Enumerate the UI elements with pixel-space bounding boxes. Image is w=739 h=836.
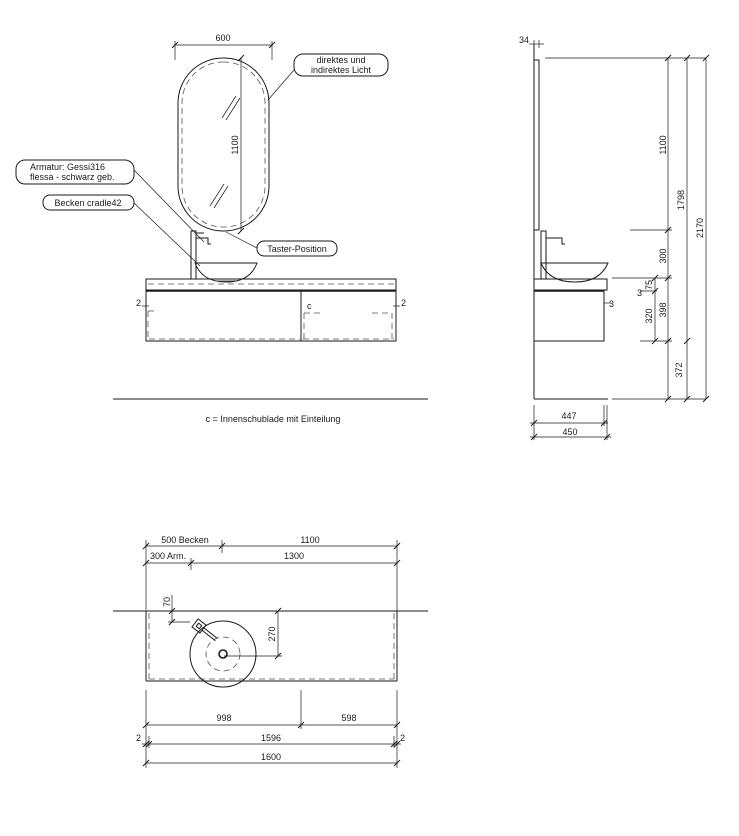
faucet-position-label: 300 Arm. xyxy=(150,551,186,561)
gap-left-plan: 2 xyxy=(136,733,141,743)
callout-faucet xyxy=(15,159,135,185)
callout-faucet-line2: flessa - schwarz geb. xyxy=(30,172,115,182)
dim-398: 398 xyxy=(658,302,668,317)
faucet-body xyxy=(190,230,197,280)
dim-1300: 1300 xyxy=(284,551,304,561)
mirror-depth-label: 34 xyxy=(519,35,529,45)
vanity-cabinet xyxy=(145,289,397,342)
mirror-side xyxy=(533,59,540,231)
gap-right-plan: 2 xyxy=(400,733,405,743)
callout-light-line2: indirektes Licht xyxy=(311,65,372,75)
dim-3-side: 3 xyxy=(637,288,642,298)
callout-button-label: Taster-Position xyxy=(267,244,327,254)
mirror-height-label: 1100 xyxy=(230,135,240,154)
legend-note: c = Innenschublade mit Einteilung xyxy=(206,414,341,424)
dim-300: 300 xyxy=(658,248,668,263)
dim-1100-side: 1100 xyxy=(658,135,668,154)
dim-450: 450 xyxy=(562,427,577,437)
callout-basin xyxy=(42,194,135,211)
dim-1596: 1596 xyxy=(261,733,281,743)
countertop xyxy=(145,278,397,291)
mirror xyxy=(177,57,270,232)
countertop-side xyxy=(533,278,608,291)
dim-1100-plan: 1100 xyxy=(300,535,319,545)
callout-light-line1: direktes und xyxy=(316,55,365,65)
cabinet-side xyxy=(533,290,605,342)
callout-basin-label: Becken cradle42 xyxy=(54,198,121,208)
dim-998: 998 xyxy=(216,713,231,723)
front-gap-label: 3 xyxy=(609,299,614,309)
dim-1798: 1798 xyxy=(676,190,686,210)
side-view: 34 3 1100 300 398 372 1798 xyxy=(519,35,710,441)
dim-70: 70 xyxy=(162,597,172,607)
basin xyxy=(194,262,258,283)
mirror-led-outline xyxy=(181,61,266,228)
callout-faucet-line1: Armatur: Gessi316 xyxy=(30,162,105,172)
front-view: 600 1100 c xyxy=(15,33,428,424)
dim-598: 598 xyxy=(341,713,356,723)
dim-447: 447 xyxy=(561,411,576,421)
drawer-mark: c xyxy=(307,301,312,311)
basin-position-label: 500 Becken xyxy=(161,535,209,545)
gap-left-front: 2 xyxy=(136,298,141,308)
mirror-width-label: 600 xyxy=(215,33,230,43)
dim-320: 320 xyxy=(644,308,654,323)
dim-2170: 2170 xyxy=(695,218,705,238)
plan-view: 500 Becken 1100 300 Arm. 1300 70 270 xyxy=(113,535,428,768)
drain xyxy=(218,649,228,659)
basin-plan xyxy=(189,620,257,688)
dim-1600: 1600 xyxy=(261,752,281,762)
callout-button xyxy=(256,240,338,257)
dim-270: 270 xyxy=(267,626,277,641)
dim-372: 372 xyxy=(674,362,684,377)
faucet-plan xyxy=(191,618,218,642)
basin-side xyxy=(540,262,609,283)
callout-light xyxy=(293,53,389,77)
gap-right-front: 2 xyxy=(401,298,406,308)
dim-75: 75 xyxy=(644,280,654,290)
